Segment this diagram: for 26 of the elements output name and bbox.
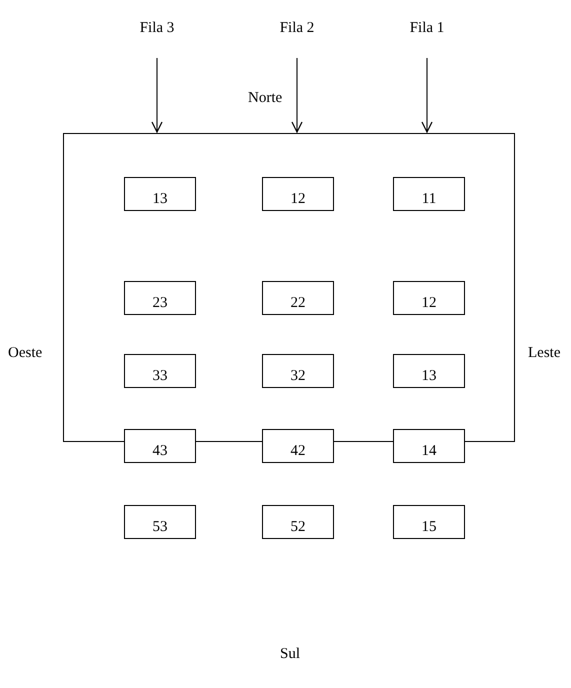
row-label: Fila 1 (403, 18, 451, 52)
plot-box: 13 (124, 177, 196, 211)
plot-box: 15 (393, 505, 465, 539)
arrow (421, 58, 433, 133)
plot-box: 23 (124, 281, 196, 315)
plot-box: 32 (262, 354, 334, 388)
plot-box: 22 (262, 281, 334, 315)
row-label: Fila 3 (133, 18, 181, 52)
plot-box: 53 (124, 505, 196, 539)
compass-label: Sul (280, 646, 300, 663)
field-boundary (63, 133, 515, 442)
plot-box: 12 (262, 177, 334, 211)
arrow (291, 58, 303, 133)
arrow (151, 58, 163, 133)
plot-box: 43 (124, 429, 196, 463)
plot-box: 33 (124, 354, 196, 388)
compass-label: Oeste (8, 345, 42, 362)
plot-box: 12 (393, 281, 465, 315)
compass-label: Leste (528, 345, 560, 362)
plot-box: 42 (262, 429, 334, 463)
plot-box: 52 (262, 505, 334, 539)
compass-label: Norte (248, 90, 282, 107)
plot-box: 13 (393, 354, 465, 388)
plot-box: 14 (393, 429, 465, 463)
row-label: Fila 2 (273, 18, 321, 52)
plot-box: 11 (393, 177, 465, 211)
